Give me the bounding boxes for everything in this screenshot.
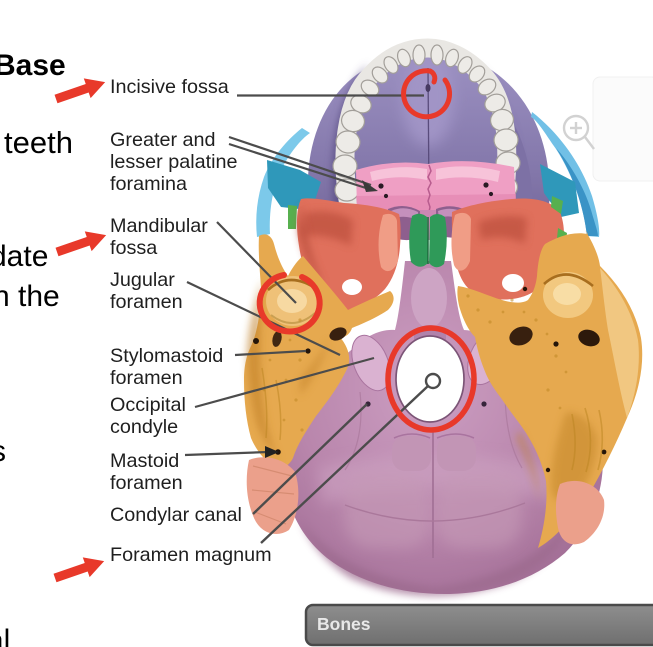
svg-text:Mastoid: Mastoid bbox=[110, 450, 179, 472]
svg-text:al: al bbox=[0, 624, 10, 647]
svg-text:fossa: fossa bbox=[110, 237, 157, 259]
svg-text:Occipital: Occipital bbox=[110, 394, 186, 416]
svg-text:foramen: foramen bbox=[110, 291, 183, 313]
svg-text:date: date bbox=[0, 240, 48, 273]
svg-text:n the: n the bbox=[0, 280, 60, 313]
svg-text:foramen: foramen bbox=[110, 472, 183, 494]
svg-text:Stylomastoid: Stylomastoid bbox=[110, 345, 223, 367]
svg-text:Foramen magnum: Foramen magnum bbox=[110, 544, 272, 566]
svg-text:Condylar canal: Condylar canal bbox=[110, 504, 242, 526]
svg-text:s: s bbox=[0, 435, 6, 468]
svg-text:foramen: foramen bbox=[110, 367, 183, 389]
svg-text:Bones: Bones bbox=[317, 614, 371, 634]
svg-text:Mandibular: Mandibular bbox=[110, 215, 208, 237]
svg-text:Incisive fossa: Incisive fossa bbox=[110, 76, 229, 98]
svg-text:condyle: condyle bbox=[110, 416, 178, 438]
svg-text:Greater and: Greater and bbox=[110, 129, 216, 151]
svg-text:foramina: foramina bbox=[110, 173, 187, 195]
svg-text:lesser palatine: lesser palatine bbox=[110, 151, 238, 173]
svg-text:Jugular: Jugular bbox=[110, 269, 175, 291]
svg-text:teeth: teeth bbox=[4, 125, 73, 160]
svg-text:Base: Base bbox=[0, 49, 66, 82]
